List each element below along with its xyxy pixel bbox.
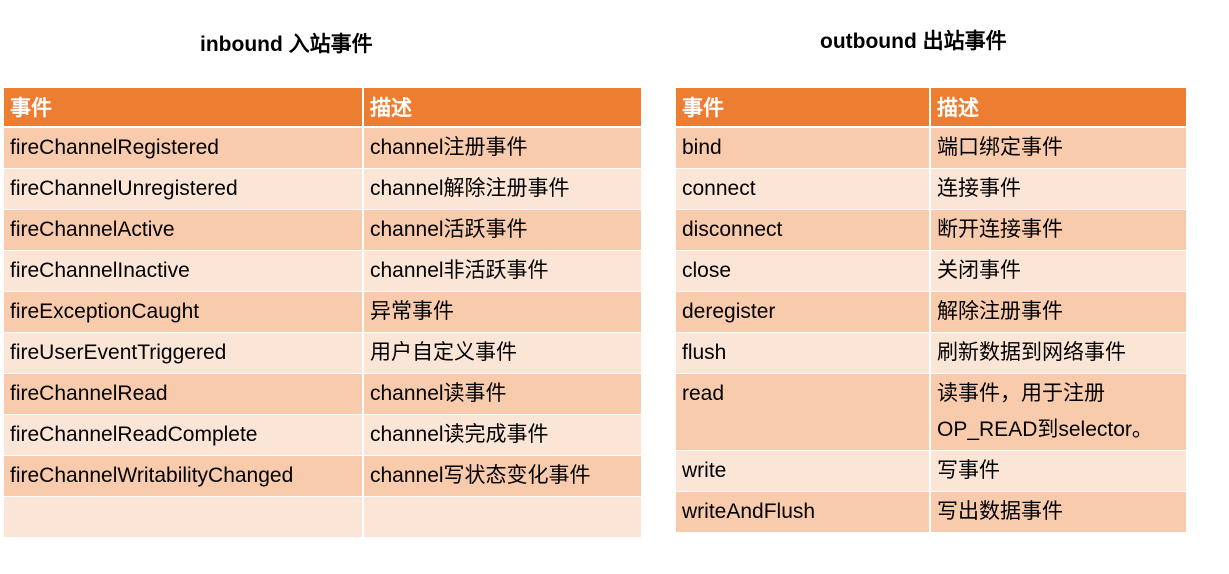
- event-description-cell: 用户自定义事件: [362, 332, 641, 374]
- event-name-cell: close: [676, 250, 930, 292]
- event-name-cell: fireChannelReadComplete: [4, 414, 363, 456]
- event-name-cell: write: [676, 450, 930, 492]
- event-name-cell: disconnect: [676, 209, 930, 251]
- event-description-cell: channel解除注册事件: [362, 168, 641, 210]
- column-header-event: 事件: [676, 88, 930, 128]
- event-name-cell: fireUserEventTriggered: [4, 332, 363, 374]
- event-description-cell: 刷新数据到网络事件: [929, 332, 1186, 374]
- event-description-cell: channel读完成事件: [362, 414, 641, 456]
- event-name-cell: fireChannelInactive: [4, 250, 363, 292]
- column-header-description: 描述: [362, 88, 641, 128]
- outbound-title: outbound 出站事件: [820, 30, 1007, 53]
- event-description-cell: channel注册事件: [362, 127, 641, 169]
- event-name-cell: fireExceptionCaught: [4, 291, 363, 333]
- event-name-cell: flush: [676, 332, 930, 374]
- event-description-cell: 写出数据事件: [929, 491, 1186, 533]
- event-name-cell: deregister: [676, 291, 930, 333]
- event-name-cell: fireChannelWritabilityChanged: [4, 455, 363, 497]
- event-name-cell: [4, 496, 363, 538]
- event-name-cell: writeAndFlush: [676, 491, 930, 533]
- event-name-cell: fireChannelUnregistered: [4, 168, 363, 210]
- table-row: [4, 496, 641, 538]
- event-description-cell: 连接事件: [929, 168, 1186, 210]
- table-header-row: 事件 描述: [676, 88, 1186, 128]
- inbound-title: inbound 入站事件: [200, 33, 373, 56]
- event-description-cell: 异常事件: [362, 291, 641, 333]
- table-header-row: 事件 描述: [4, 88, 641, 128]
- event-description-cell: 关闭事件: [929, 250, 1186, 292]
- event-description-cell: 写事件: [929, 450, 1186, 492]
- event-name-cell: fireChannelActive: [4, 209, 363, 251]
- event-name-cell: fireChannelRegistered: [4, 127, 363, 169]
- event-description-cell: 端口绑定事件: [929, 127, 1186, 169]
- event-description-cell: channel读事件: [362, 373, 641, 415]
- event-description-cell: 解除注册事件: [929, 291, 1186, 333]
- event-description-cell: channel非活跃事件: [362, 250, 641, 292]
- event-name-cell: read: [676, 373, 930, 451]
- event-description-cell: channel活跃事件: [362, 209, 641, 251]
- event-description-cell: [362, 496, 641, 538]
- event-description-cell: 断开连接事件: [929, 209, 1186, 251]
- event-name-cell: fireChannelRead: [4, 373, 363, 415]
- event-name-cell: connect: [676, 168, 930, 210]
- column-header-description: 描述: [929, 88, 1186, 128]
- event-description-cell: channel写状态变化事件: [362, 455, 641, 497]
- event-description-cell: 读事件，用于注册OP_READ到selector。: [929, 373, 1186, 451]
- column-header-event: 事件: [4, 88, 363, 128]
- event-name-cell: bind: [676, 127, 930, 169]
